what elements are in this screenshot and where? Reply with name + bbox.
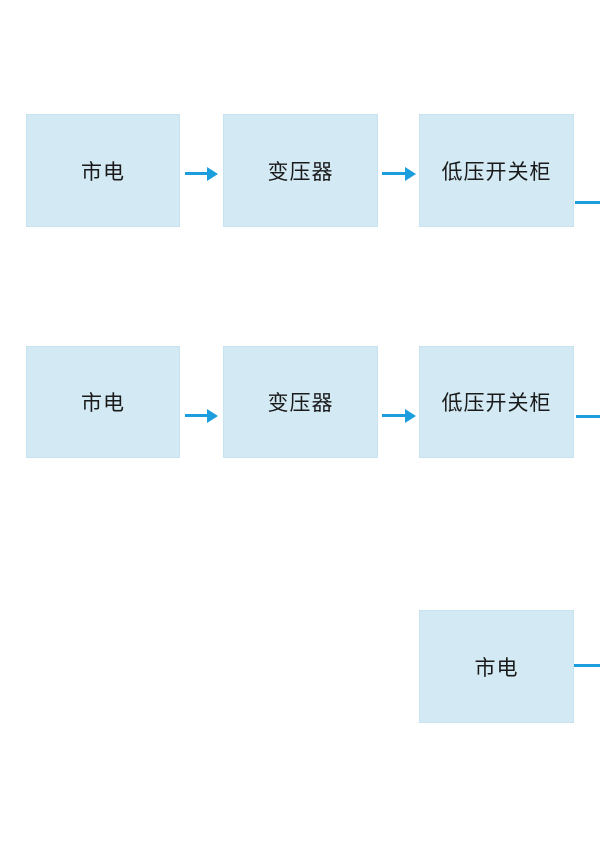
- connector-line-row2-exit: [576, 415, 600, 418]
- connector-line-row1-exit: [575, 201, 600, 204]
- node-label: 市电: [81, 391, 125, 415]
- connector-line-row3-exit: [574, 664, 600, 667]
- node-row2-transformer: 变压器: [223, 346, 378, 458]
- node-label: 低压开关柜: [441, 159, 552, 184]
- node-row3-mains: 市电: [419, 610, 574, 723]
- arrow-right-icon: [185, 414, 207, 417]
- node-row2-lv-switchgear: 低压开关柜: [419, 346, 574, 458]
- node-label: 市电: [474, 655, 519, 680]
- node-label: 变压器: [267, 159, 334, 184]
- node-row1-lv-switchgear: 低压开关柜: [419, 114, 574, 227]
- node-label: 低压开关柜: [441, 391, 552, 415]
- arrow-right-icon: [382, 172, 405, 175]
- node-row2-mains: 市电: [26, 346, 180, 458]
- node-label: 变压器: [267, 391, 334, 415]
- arrow-right-icon: [185, 172, 207, 175]
- arrow-right-icon: [382, 414, 405, 417]
- node-row1-mains: 市电: [26, 114, 180, 227]
- node-row1-transformer: 变压器: [223, 114, 378, 227]
- node-label: 市电: [81, 159, 125, 184]
